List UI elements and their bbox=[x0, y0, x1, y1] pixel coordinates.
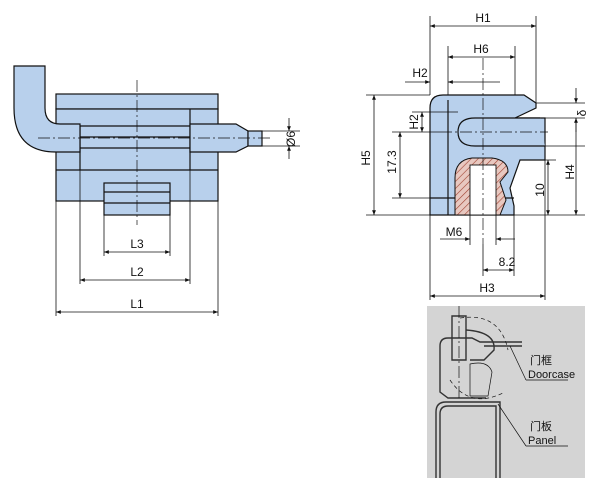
dim-h6: H6 bbox=[473, 42, 489, 56]
dim-h3: H3 bbox=[479, 281, 495, 295]
label-panel-cn: 门板 bbox=[530, 419, 552, 433]
front-view: Ø6 L3 L2 L1 bbox=[13, 65, 300, 316]
side-view: H1 H6 H2 H2 H5 17.3 δ H4 bbox=[359, 11, 589, 300]
dim-m6: M6 bbox=[446, 225, 463, 239]
plunger-tip bbox=[247, 130, 263, 147]
label-panel-en: Panel bbox=[528, 435, 556, 447]
dim-17-3: 17.3 bbox=[385, 150, 399, 174]
label-doorcase-en: Doorcase bbox=[528, 369, 575, 381]
label-doorcase-cn: 门框 bbox=[530, 353, 552, 367]
dim-l1: L1 bbox=[130, 297, 144, 311]
dim-h5: H5 bbox=[359, 150, 373, 166]
installation-detail: 门框 Doorcase 门板 Panel bbox=[427, 306, 585, 478]
dim-10: 10 bbox=[533, 183, 547, 197]
dim-diameter: Ø6 bbox=[284, 131, 298, 147]
dim-h2-vertical: H2 bbox=[407, 114, 421, 130]
dim-h4: H4 bbox=[563, 164, 577, 180]
dim-h2-horizontal: H2 bbox=[412, 66, 428, 80]
dim-delta: δ bbox=[575, 109, 589, 116]
detail-background bbox=[427, 306, 585, 478]
dim-l2: L2 bbox=[130, 265, 144, 279]
dim-8-2: 8.2 bbox=[499, 255, 516, 269]
dim-l3: L3 bbox=[130, 237, 144, 251]
dim-h1: H1 bbox=[475, 11, 491, 25]
